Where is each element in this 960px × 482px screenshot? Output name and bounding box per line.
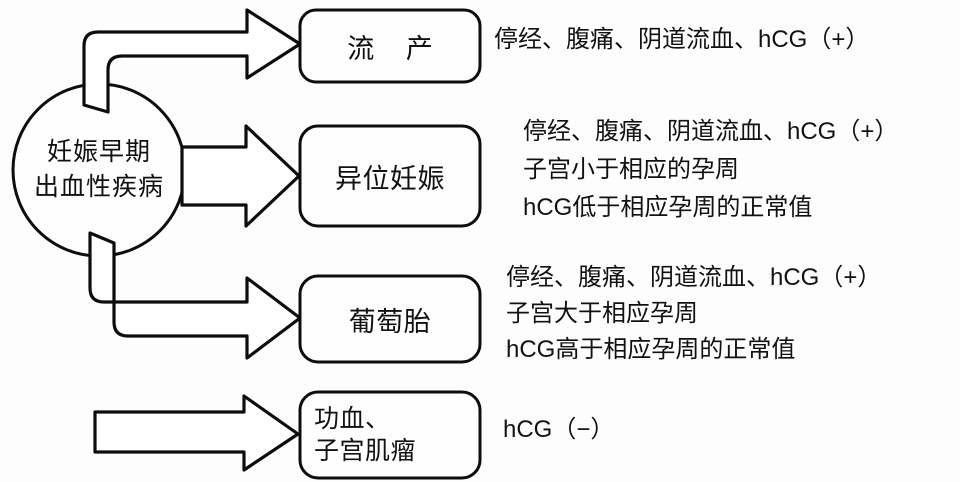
- central-node-label: 妊娠早期 出血性疾病: [12, 98, 186, 242]
- branch-2-desc-line-1: 停经、腹痛、阴道流血、hCG（+）: [523, 118, 899, 145]
- branch-arrow-3: [88, 231, 302, 360]
- central-node-line-2: 出血性疾病: [33, 173, 164, 201]
- branch-3-desc-line-2: 子宫大于相应孕周: [506, 300, 698, 327]
- branch-3-desc-line-1: 停经、腹痛、阴道流血、hCG（+）: [506, 264, 882, 291]
- branch-description-1: 停经、腹痛、阴道流血、hCG（+）: [494, 28, 869, 52]
- branch-box-3: [298, 274, 482, 364]
- branch-box-1: [298, 8, 482, 84]
- branch-4-desc-line-1: hCG（−）: [503, 416, 615, 443]
- branch-description-2: 停经、腹痛、阴道流血、hCG（+） 子宫小于相应的孕周 hCG低于相应孕周的正常…: [523, 120, 898, 220]
- branch-box-1-line-1: 流 产: [347, 33, 445, 64]
- branch-arrow-1: [82, 8, 302, 114]
- branch-box-4: [298, 390, 482, 480]
- branch-2-desc-line-2: 子宫小于相应的孕周: [523, 156, 739, 183]
- branch-1-desc-line-1: 停经、腹痛、阴道流血、hCG（+）: [494, 26, 870, 53]
- branch-box-4-line-1: 功血、: [314, 404, 391, 433]
- branch-box-2: [298, 124, 482, 228]
- branch-box-label-3: 葡萄胎: [300, 276, 480, 362]
- branch-box-2-line-1: 异位妊娠: [335, 163, 445, 194]
- branch-box-label-1: 流 产: [300, 10, 480, 82]
- branch-box-4-line-2: 子宫肌瘤: [314, 437, 417, 465]
- branch-2-desc-line-3: hCG低于相应孕周的正常值: [523, 194, 813, 221]
- branch-description-4: hCG（−）: [503, 418, 614, 442]
- central-node-line-1: 妊娠早期: [46, 137, 151, 166]
- branch-box-label-2: 异位妊娠: [300, 126, 480, 226]
- branch-3-desc-line-3: hCG高于相应孕周的正常值: [506, 336, 796, 363]
- branch-description-3: 停经、腹痛、阴道流血、hCG（+） 子宫大于相应孕周 hCG高于相应孕周的正常值: [506, 266, 881, 362]
- branch-box-3-line-1: 葡萄胎: [348, 306, 432, 337]
- branch-arrow-2: [180, 124, 301, 228]
- branch-box-label-4: 功血、 子宫肌瘤: [300, 392, 480, 478]
- branch-arrow-4: [93, 394, 300, 472]
